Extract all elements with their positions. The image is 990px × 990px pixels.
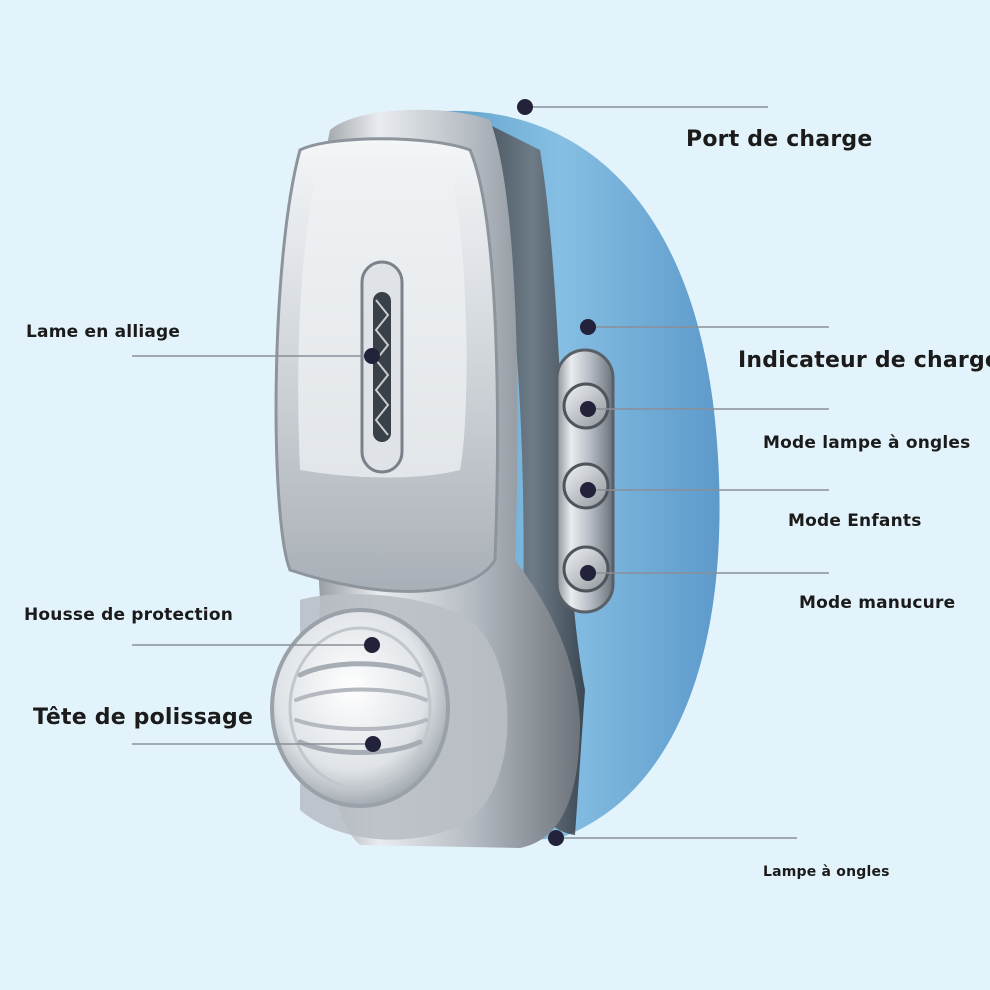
label-mode-enfants: Mode Enfants — [788, 511, 922, 531]
callout-dot-port — [517, 99, 533, 115]
label-mode-lampe-a-ongles: Mode lampe à ongles — [763, 433, 971, 453]
label-port-de-charge: Port de charge — [686, 127, 873, 152]
label-lampe-a-ongles: Lampe à ongles — [763, 864, 890, 880]
polish-head-cap — [270, 608, 450, 808]
callout-dot-nail-lamp — [548, 830, 564, 846]
callout-dot-kids-mode — [580, 482, 596, 498]
label-housse-de-protection: Housse de protection — [24, 605, 234, 625]
label-lame-en-alliage: Lame en alliage — [26, 322, 181, 342]
label-tete-de-polissage: Tête de polissage — [33, 705, 254, 730]
label-mode-manucure: Mode manucure — [799, 593, 956, 613]
callout-dot-manicure-mode — [580, 565, 596, 581]
callout-dot-indicator — [580, 319, 596, 335]
callout-dot-cover — [364, 637, 380, 653]
label-indicateur-de-charge: Indicateur de charge — [738, 348, 990, 373]
callout-dot-polish-head — [365, 736, 381, 752]
callout-dot-lamp-mode — [580, 401, 596, 417]
callout-dot-blade — [364, 348, 380, 364]
